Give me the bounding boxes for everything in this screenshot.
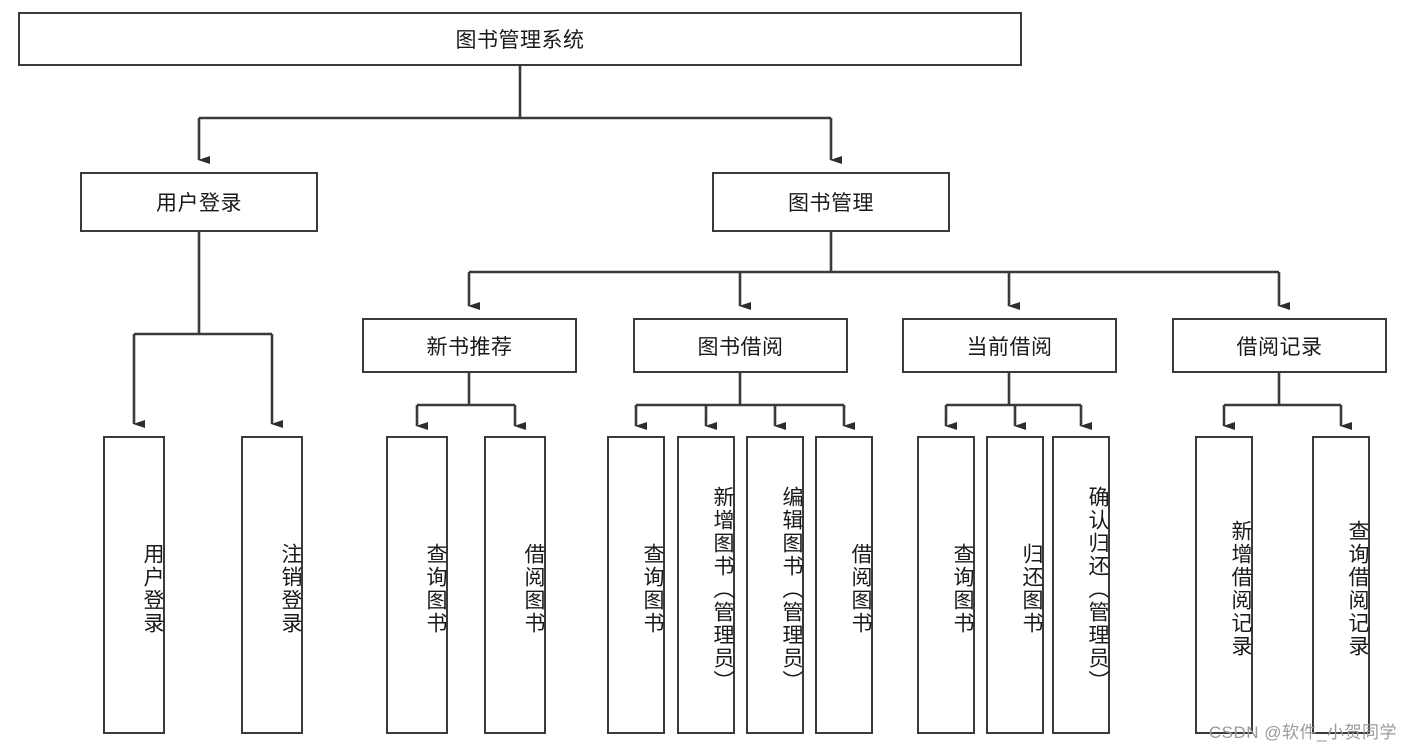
node-label: 借阅图书 [522,543,545,635]
node-leaf-confirm-return[interactable]: 确认归还（管理员） [1052,436,1110,734]
node-borrow-record[interactable]: 借阅记录 [1172,318,1387,373]
node-leaf-query-book-1[interactable]: 查询图书 [386,436,448,734]
node-leaf-add-borrow-record[interactable]: 新增借阅记录 [1195,436,1253,734]
node-label: 借阅图书 [849,543,872,635]
node-leaf-borrow-book-2[interactable]: 借阅图书 [815,436,873,734]
node-current-borrow[interactable]: 当前借阅 [902,318,1117,373]
node-label: 图书借阅 [697,335,784,359]
node-label: 确认归还（管理员） [1086,485,1109,693]
node-label: 归还图书 [1020,543,1043,635]
node-label: 新增借阅记录 [1229,520,1252,658]
node-label: 图书管理系统 [455,29,585,52]
node-leaf-user-login[interactable]: 用户登录 [103,436,165,734]
node-leaf-query-book-2[interactable]: 查询图书 [607,436,665,734]
node-label: 用户登录 [156,192,242,215]
node-book-borrow[interactable]: 图书借阅 [633,318,848,373]
node-book-management[interactable]: 图书管理 [712,172,950,232]
node-label: 查询借阅记录 [1346,520,1369,658]
node-label: 编辑图书（管理员） [780,485,803,693]
node-leaf-edit-book[interactable]: 编辑图书（管理员） [746,436,804,734]
node-label: 查询图书 [641,543,664,635]
node-label: 当前借阅 [966,335,1053,359]
node-leaf-user-logout[interactable]: 注销登录 [241,436,303,734]
node-root-system[interactable]: 图书管理系统 [18,12,1022,66]
node-label: 新书推荐 [426,335,513,359]
node-label: 查询图书 [424,543,447,635]
node-leaf-query-borrow-record[interactable]: 查询借阅记录 [1312,436,1370,734]
node-leaf-query-book-3[interactable]: 查询图书 [917,436,975,734]
node-label: 新增图书（管理员） [711,485,734,693]
node-label: 查询图书 [951,543,974,635]
node-label: 用户登录 [141,543,164,635]
node-user-login[interactable]: 用户登录 [80,172,318,232]
node-label: 借阅记录 [1236,335,1323,359]
watermark: CSDN @软件_小贺同学 [1208,723,1397,742]
node-label: 注销登录 [279,543,302,635]
node-new-book-recommend[interactable]: 新书推荐 [362,318,577,373]
node-leaf-borrow-book-1[interactable]: 借阅图书 [484,436,546,734]
node-leaf-return-book[interactable]: 归还图书 [986,436,1044,734]
node-leaf-add-book[interactable]: 新增图书（管理员） [677,436,735,734]
node-label: 图书管理 [788,192,874,215]
